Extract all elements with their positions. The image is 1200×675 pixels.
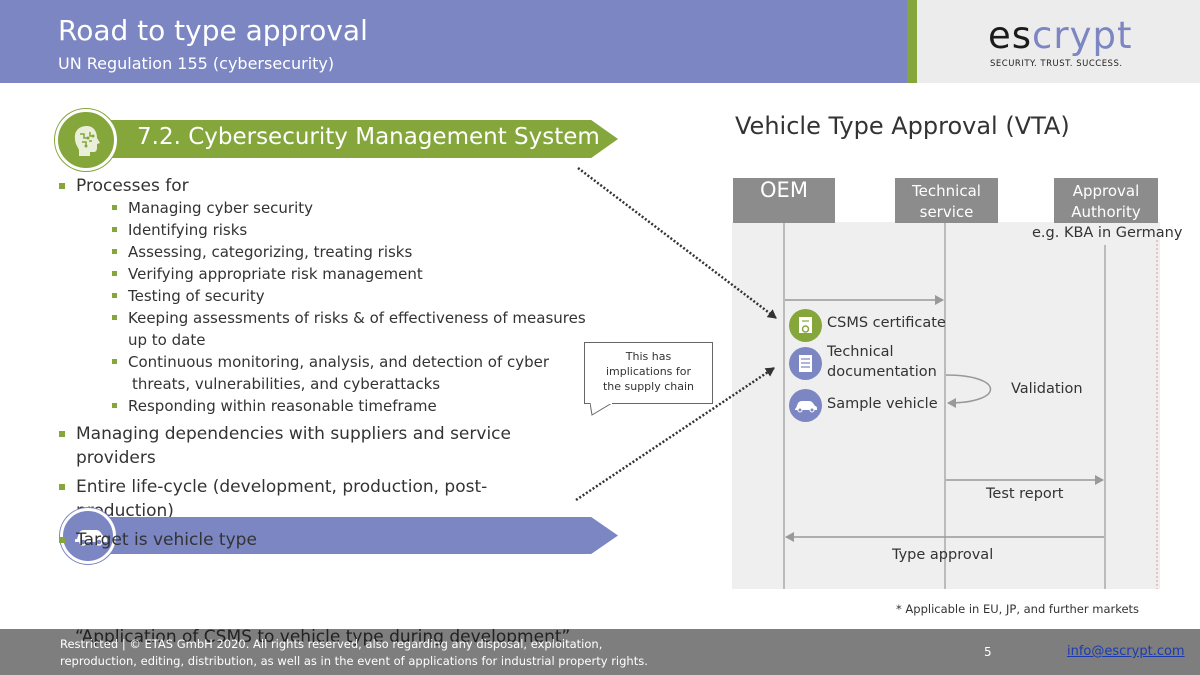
callout-line: This has	[625, 350, 672, 363]
brain-head-icon	[55, 109, 117, 171]
validation-label: Validation	[1011, 381, 1083, 397]
footnote: * Applicable in EU, JP, and further mark…	[896, 602, 1140, 616]
logo-crypt: crypt	[1032, 14, 1133, 57]
page-title: Road to type approval	[58, 14, 368, 47]
bullet-target: Target is vehicle type	[59, 528, 257, 552]
bullet-dependencies: Managing dependencies with suppliers and…	[59, 422, 511, 446]
section-banner-csms	[82, 120, 618, 158]
logo-area	[917, 0, 1200, 83]
logo-tagline: SECURITY. TRUST. SUCCESS.	[990, 59, 1123, 69]
bullet-application: “Application of CSMS to vehicle type dur…	[75, 627, 571, 647]
sample-vehicle-label: Sample vehicle	[827, 396, 938, 412]
escrypt-logo: escrypt	[988, 14, 1133, 57]
sub-bullet: Managing cyber security	[112, 197, 313, 219]
diagram-title: Vehicle Type Approval (VTA)	[735, 112, 1070, 140]
csms-certificate-label: CSMS certificate	[827, 315, 946, 331]
section-banner-vehicle	[82, 517, 618, 554]
footer-bar	[0, 629, 1200, 675]
dotted-arrow-vehicle	[575, 366, 775, 502]
page-subtitle: UN Regulation 155 (cybersecurity)	[58, 54, 335, 73]
bullet-dependencies-cont: providers	[76, 448, 156, 468]
sub-bullet: Keeping assessments of risks & of effect…	[112, 307, 586, 329]
bullet-lifecycle: Entire life-cycle (development, producti…	[59, 475, 487, 499]
authority-example: e.g. KBA in Germany	[1032, 225, 1183, 241]
callout-tail	[590, 403, 613, 416]
callout-line: the supply chain	[602, 380, 695, 393]
contact-email-link[interactable]: info@escrypt.com	[1067, 644, 1185, 659]
supply-chain-callout: This has implications for the supply cha…	[584, 342, 713, 404]
vehicle-icon	[789, 389, 822, 422]
sub-bullet: Continuous monitoring, analysis, and det…	[112, 351, 549, 373]
documentation-icon	[789, 347, 822, 380]
sub-bullet-continuation: threats, vulnerabilities, and cyberattac…	[132, 375, 441, 393]
sub-bullet: Testing of security	[112, 285, 265, 307]
header-bar	[0, 0, 907, 83]
callout-line: implications for	[605, 365, 692, 378]
sub-bullet: Identifying risks	[112, 219, 247, 241]
validation-loop-arrow	[945, 374, 992, 408]
technical-doc-label-cont: documentation	[827, 364, 937, 380]
technical-doc-label: Technical	[827, 344, 894, 360]
type-approval-label: Type approval	[892, 547, 994, 563]
car-icon	[60, 508, 116, 564]
sub-bullet: Assessing, categorizing, treating risks	[112, 241, 412, 263]
actor-oem: OEM	[733, 178, 835, 223]
page-number: 5	[984, 645, 992, 659]
section-banner-label: 7.2. Cybersecurity Management System	[137, 124, 600, 150]
sub-bullet-continuation: up to date	[128, 331, 206, 349]
logo-es: es	[988, 14, 1033, 57]
bullet-processes: Processes for	[59, 174, 189, 198]
dotted-arrow-csms	[577, 167, 777, 319]
sub-bullet: Responding within reasonable timeframe	[112, 395, 437, 417]
test-report-label: Test report	[986, 486, 1064, 502]
sub-bullet: Verifying appropriate risk management	[112, 263, 423, 285]
certificate-icon	[789, 309, 822, 342]
footer-copyright: Restricted | © ETAS GmbH 2020. All right…	[60, 637, 648, 668]
header-accent-stripe	[907, 0, 917, 83]
